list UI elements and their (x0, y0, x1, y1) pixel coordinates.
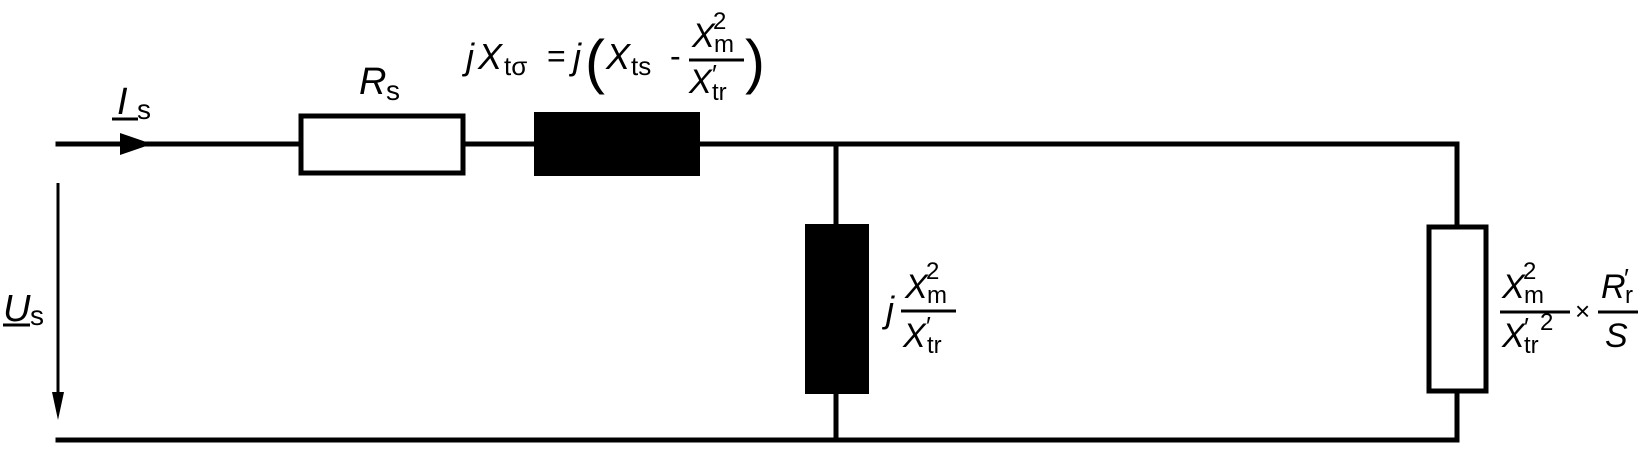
rotor-resistance-formula: X 2 m X ′ 2 tr × R ′ r S (1500, 258, 1638, 359)
voltage-symbol: U (3, 288, 31, 330)
leak-den-x: X (688, 63, 713, 101)
leak-xts: X (605, 36, 632, 77)
leak-minus: - (670, 38, 681, 74)
rotor-den-x: X (1501, 317, 1526, 355)
leakage-inductor (534, 112, 700, 176)
rotor-den-subscript: tr (1524, 332, 1539, 359)
mag-den-x: X (902, 317, 927, 355)
rotor-num-subscript: m (1524, 282, 1544, 309)
leak-num-superscript: 2 (713, 8, 726, 35)
leak-equals: = (547, 38, 566, 74)
rotor-num-superscript: 2 (1523, 258, 1536, 285)
mag-j: j (881, 289, 895, 330)
leak-num-x: X (691, 17, 716, 55)
leak-xts-subscript: ts (631, 51, 651, 81)
rs-symbol: R (359, 61, 386, 103)
rotor-den-prime: ′ (1524, 312, 1529, 342)
leak-den-prime: ′ (712, 59, 717, 89)
mag-num-superscript: 2 (926, 258, 939, 285)
mag-den-subscript: tr (927, 332, 942, 359)
magnetizing-reactance-formula: j X 2 m X ′ tr (881, 258, 956, 359)
rotor-num2-prime: ′ (1624, 263, 1629, 293)
rotor-num2-r: R (1601, 268, 1626, 306)
leak-num-subscript: m (714, 31, 734, 58)
stator-resistance-label: R s (359, 61, 400, 106)
magnetizing-inductor (805, 224, 869, 394)
mag-num-subscript: m (927, 282, 947, 309)
rotor-den-superscript: 2 (1540, 309, 1553, 336)
current-subscript: s (137, 94, 151, 125)
voltage-label: U s (3, 288, 44, 331)
current-arrow-icon (120, 133, 152, 155)
stator-resistor (298, 113, 466, 176)
rotor-den2-s: S (1605, 317, 1628, 355)
leak-x: X (477, 36, 504, 77)
voltage-arrow-icon (52, 183, 64, 420)
leak-paren-right: ) (745, 28, 765, 95)
current-label: I s (112, 81, 151, 125)
current-symbol: I (117, 81, 128, 123)
wires (55, 141, 1460, 443)
leak-paren-left: ( (585, 28, 605, 95)
leak-x-subscript: tσ (504, 51, 527, 81)
mag-den-prime: ′ (926, 311, 931, 341)
leak-den-subscript: tr (712, 79, 727, 106)
leakage-reactance-formula: j X tσ = j ( X ts - X 2 m X ′ tr ) (461, 8, 765, 106)
leak-j2: j (568, 36, 582, 77)
rotor-times: × (1575, 296, 1590, 326)
leak-j: j (461, 36, 475, 77)
voltage-subscript: s (30, 300, 44, 331)
rotor-num2-subscript: r (1625, 282, 1633, 309)
rs-subscript: s (386, 75, 400, 106)
rotor-num-x: X (1501, 268, 1526, 306)
rotor-resistor (1426, 224, 1489, 394)
mag-num-x: X (904, 268, 929, 306)
